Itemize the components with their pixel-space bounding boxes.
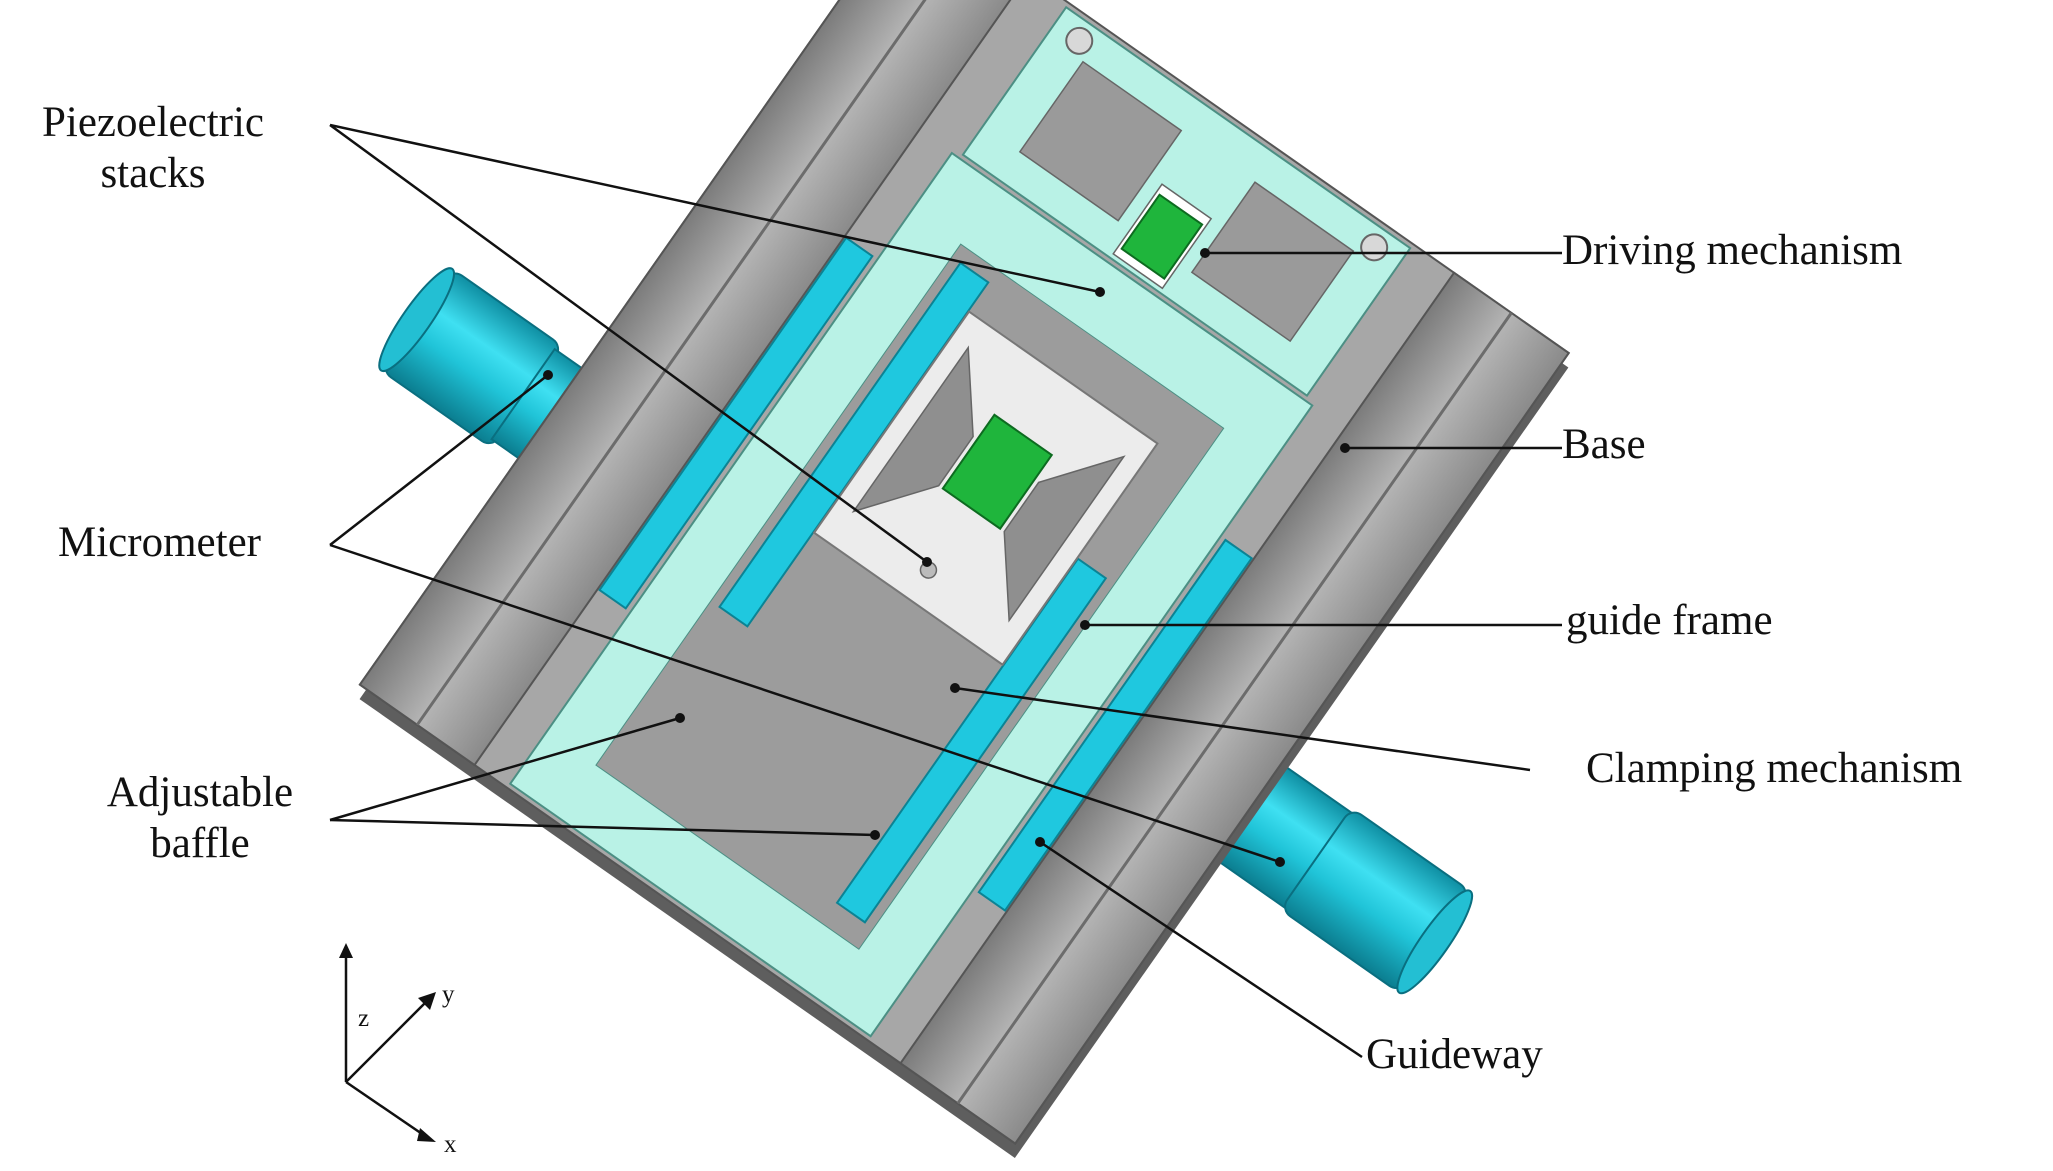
label-guideway: Guideway xyxy=(1366,1031,1543,1078)
leader-lines xyxy=(329,123,1562,1059)
label-clamping-mechanism: Clamping mechanism xyxy=(1586,745,1963,792)
axis-label-y: y xyxy=(442,981,455,1008)
base xyxy=(358,0,1571,1158)
leader-dots xyxy=(543,248,1350,867)
label-piezoelectric-line2: stacks xyxy=(100,149,206,197)
driving-mechanism xyxy=(961,5,1412,398)
label-base: Base xyxy=(1562,421,1646,468)
label-guide-frame: guide frame xyxy=(1566,597,1773,644)
axis-label-x: x xyxy=(444,1131,457,1158)
label-driving-mechanism: Driving mechanism xyxy=(1562,227,1903,274)
axis-label-z: z xyxy=(358,1005,370,1032)
label-adjustable-line2: baffle xyxy=(150,819,250,867)
label-piezoelectric-line1: Piezoelectric xyxy=(41,99,265,146)
label-adjustable-baffle: Adjustable baffle xyxy=(80,768,320,869)
label-micrometer: Micrometer xyxy=(58,519,261,566)
clamping-mechanism xyxy=(812,310,1159,667)
coordinate-axes xyxy=(339,943,436,1142)
label-adjustable-line1: Adjustable xyxy=(106,769,294,816)
label-piezoelectric-stacks: Piezoelectric stacks xyxy=(8,98,298,199)
